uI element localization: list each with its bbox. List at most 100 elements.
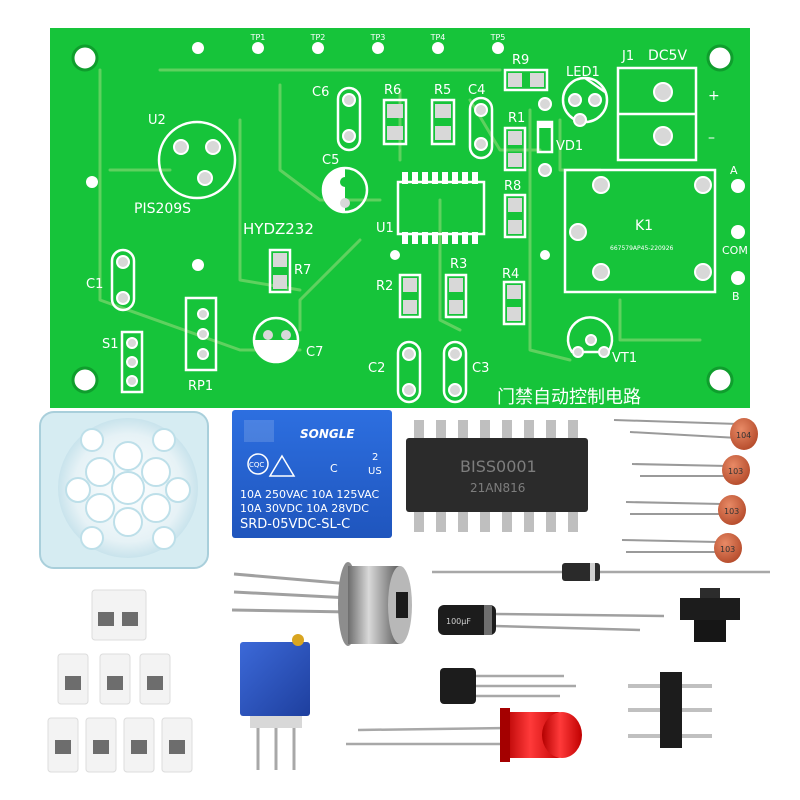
vt1-label: VT1: [612, 351, 637, 366]
c3-label: C3: [472, 361, 489, 376]
r2-label: R2: [376, 279, 393, 294]
led1-footprint: LED1: [538, 65, 609, 127]
test-point-pad: [492, 42, 504, 54]
smd-resistor: [123, 717, 155, 773]
relay-spec-line-1: 10A 250VAC 10A 125VAC: [240, 488, 380, 501]
relay-spec-line-2: 10A 30VDC 10A 28VDC: [240, 502, 369, 515]
r1-label: R1: [508, 111, 525, 126]
capacitor-code: 104: [736, 431, 751, 440]
u1-footprint: U1: [376, 172, 486, 244]
c4-footprint: C4: [468, 83, 494, 160]
vd1-label: VD1: [556, 139, 583, 154]
r2-footprint: R2: [376, 273, 422, 319]
r7-label: R7: [294, 263, 311, 278]
c7-label: C7: [306, 345, 323, 360]
j1-connector-footprint: J1 DC5V + –: [616, 48, 720, 162]
ceramic-capacitor: 103: [625, 495, 746, 525]
diode-component: [432, 563, 770, 581]
ceramic-capacitor: 103: [631, 455, 750, 485]
led1-label: LED1: [566, 65, 600, 80]
c5-footprint: C5: [321, 153, 369, 214]
rp1-footprint: RP1: [184, 296, 218, 394]
test-point-label: TP2: [310, 33, 326, 42]
relay-component: SONGLE CQC C US 2 10A 250VAC 10A 125VAC …: [232, 410, 392, 538]
smd-resistor: [161, 717, 193, 773]
r8-footprint: R8: [503, 179, 527, 239]
s1-footprint: S1: [102, 330, 144, 394]
pin-header: [628, 672, 712, 748]
test-points: TP1 TP2 TP3 TP4 TP5: [192, 33, 505, 54]
r7-footprint: R7: [268, 248, 311, 294]
s1-label: S1: [102, 337, 119, 352]
terminal-com-label: COM: [722, 244, 748, 257]
minus-label: –: [708, 130, 715, 146]
r5-label: R5: [434, 83, 451, 98]
r8-label: R8: [504, 179, 521, 194]
smd-resistor: [99, 653, 131, 705]
ceramic-capacitor: 104: [613, 418, 758, 450]
capacitor-code: 103: [728, 467, 743, 476]
smd-resistor: [91, 589, 147, 641]
ic-marking-line-2: 21AN816: [470, 481, 525, 495]
k1-label: K1: [635, 218, 653, 234]
k1-code-label: 667579AP45-220926: [610, 245, 674, 252]
r6-footprint: R6: [382, 83, 408, 146]
r3-label: R3: [450, 257, 467, 272]
relay-cert-c: C: [330, 462, 338, 475]
c7-footprint: C7: [252, 316, 323, 364]
sensor-label: PIS209S: [134, 201, 191, 217]
mounting-hole: [71, 44, 99, 72]
electrolytic-marking: 100μF: [446, 617, 471, 626]
terminal-a-label: A: [730, 164, 738, 177]
trimmer-potentiometer: [240, 634, 310, 770]
c3-footprint: C3: [442, 340, 489, 404]
c1-label: C1: [86, 277, 103, 292]
output-terminals: A COM B: [722, 164, 748, 303]
ic-chip: BISS0001 21AN816: [406, 420, 588, 532]
relay-model: SRD-05VDC-SL-C: [240, 517, 350, 532]
r1-footprint: R1: [503, 111, 527, 172]
board-model-label: HYDZ232: [243, 220, 314, 238]
relay-cert-num: 2: [372, 452, 378, 463]
smd-resistor: [57, 653, 89, 705]
u2-label: U2: [148, 113, 166, 128]
test-point-label: TP1: [250, 33, 266, 42]
c6-label: C6: [312, 85, 329, 100]
test-point-label: TP3: [370, 33, 386, 42]
c2-label: C2: [368, 361, 385, 376]
fresnel-lens-dome: [39, 411, 209, 569]
relay-cqc-mark: [247, 453, 269, 475]
smd-resistor: [139, 653, 171, 705]
test-point-pad: [192, 42, 204, 54]
u1-label: U1: [376, 221, 394, 236]
r9-footprint: R9: [503, 53, 549, 92]
r4-footprint: R4: [502, 267, 526, 326]
test-point-label: TP5: [490, 33, 506, 42]
u2-sensor-footprint: U2 PIS209S: [134, 113, 237, 217]
ceramic-capacitor: 103: [621, 533, 742, 563]
vd1-footprint: VD1: [536, 120, 583, 177]
c5-label: C5: [322, 153, 339, 168]
mounting-hole: [706, 366, 734, 394]
test-point-pad: [312, 42, 324, 54]
c2-footprint: C2: [368, 340, 422, 404]
test-point-label: TP4: [430, 33, 446, 42]
relay-cert-ul: US: [368, 466, 382, 477]
c4-label: C4: [468, 83, 485, 98]
mounting-hole: [706, 44, 734, 72]
red-led: [346, 708, 582, 762]
capacitor-code: 103: [724, 507, 739, 516]
pir-sensor-component: [231, 562, 412, 646]
k1-relay-footprint: K1 667579AP45-220926: [563, 168, 717, 294]
plus-label: +: [708, 88, 720, 104]
dc5v-label: DC5V: [648, 48, 687, 64]
electrolytic-capacitor: 100μF: [438, 605, 665, 635]
smd-resistor: [47, 717, 79, 773]
relay-brand: SONGLE: [300, 427, 355, 441]
c1-footprint: C1: [86, 248, 136, 312]
r6-label: R6: [384, 83, 401, 98]
board-title: 门禁自动控制电路: [497, 387, 641, 408]
pcb-traces: [98, 68, 702, 362]
j1-label: J1: [621, 49, 634, 64]
